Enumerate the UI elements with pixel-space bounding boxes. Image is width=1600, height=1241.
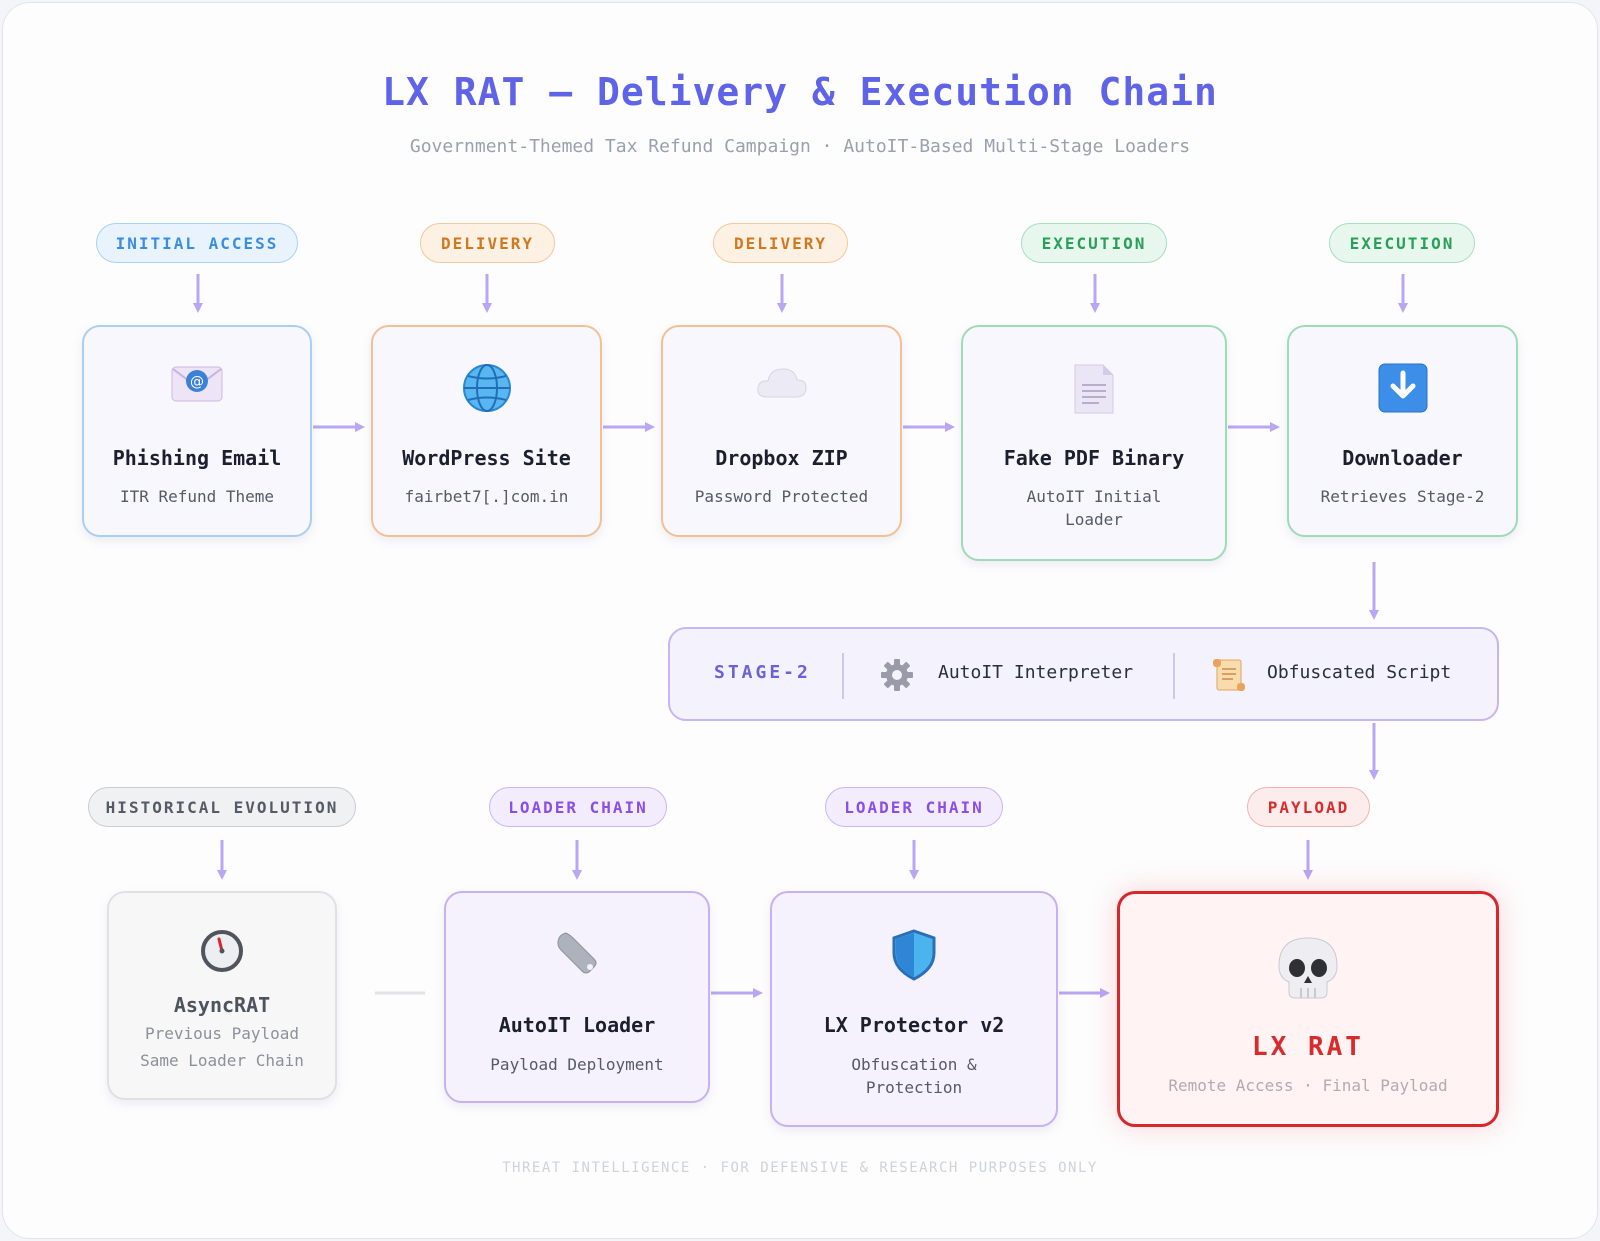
tag-loader-chain: LOADER CHAIN (825, 787, 1003, 827)
node-phishing-email: @ Phishing Email ITR Refund Theme (82, 325, 312, 537)
node-desc: Remote Access · Final Payload (1168, 1076, 1448, 1095)
node-autoit-loader: AutoIT Loader Payload Deployment (444, 891, 710, 1103)
node-wordpress-site: WordPress Site fairbet7[.]com.in (371, 325, 602, 537)
tag-execution: EXECUTION (1329, 223, 1475, 263)
divider (842, 653, 844, 699)
document-icon (963, 363, 1225, 414)
tag-delivery: DELIVERY (713, 223, 848, 263)
node-desc: Retrieves Stage-2 (1320, 487, 1485, 506)
node-desc: AutoIT Initial Loader (1026, 487, 1162, 529)
node-desc: Password Protected (694, 487, 869, 506)
node-downloader: Downloader Retrieves Stage-2 (1287, 325, 1518, 537)
scroll-icon (1211, 657, 1247, 697)
node-desc: Payload Deployment (490, 1055, 664, 1074)
cloud-icon (663, 363, 900, 413)
email-icon: @ (84, 363, 310, 413)
node-asyncrat: AsyncRAT Previous Payload Same Loader Ch… (107, 891, 337, 1100)
node-desc: Obfuscation & Protection (851, 1055, 977, 1097)
stopwatch-icon (109, 929, 335, 979)
node-name: Downloader (1342, 446, 1463, 470)
download-arrow-icon (1289, 363, 1516, 413)
diagram-subtitle: Government-Themed Tax Refund Campaign · … (409, 136, 1191, 157)
skull-icon (1120, 936, 1496, 1004)
tag-payload: PAYLOAD (1247, 787, 1370, 827)
shield-icon (772, 929, 1056, 981)
tag-initial-access: INITIAL ACCESS (96, 223, 298, 263)
node-lx-rat: LX RAT Remote Access · Final Payload (1117, 891, 1499, 1127)
stage2-item: AutoIT Interpreter (938, 662, 1134, 683)
node-name: Fake PDF Binary (1003, 446, 1185, 470)
node-desc: Previous Payload Same Loader Chain (140, 1024, 304, 1070)
stage2-item: Obfuscated Script (1267, 662, 1452, 683)
tag-loader-chain: LOADER CHAIN (489, 787, 667, 827)
node-name: AsyncRAT (173, 993, 271, 1017)
node-name: Dropbox ZIP (715, 446, 848, 470)
tag-execution: EXECUTION (1021, 223, 1167, 263)
node-name: LX Protector v2 (823, 1013, 1005, 1037)
diagram-title: LX RAT — Delivery & Execution Chain (382, 70, 1218, 114)
node-desc: ITR Refund Theme (119, 487, 275, 506)
footer-disclaimer: THREAT INTELLIGENCE · FOR DEFENSIVE & RE… (502, 1160, 1098, 1176)
gear-icon (880, 658, 914, 696)
node-lx-protector-v2: LX Protector v2 Obfuscation & Protection (770, 891, 1058, 1127)
node-dropbox-zip: Dropbox ZIP Password Protected (661, 325, 902, 537)
stage2-label: STAGE-2 (714, 662, 811, 683)
node-name: LX RAT (1252, 1032, 1364, 1062)
node-fake-pdf-binary: Fake PDF Binary AutoIT Initial Loader (961, 325, 1227, 561)
globe-icon (373, 363, 600, 413)
node-desc: fairbet7[.]com.in (404, 487, 569, 506)
node-name: Phishing Email (112, 446, 282, 470)
node-name: AutoIT Loader (498, 1013, 656, 1037)
tag-delivery: DELIVERY (420, 223, 555, 263)
divider (1173, 653, 1175, 699)
svg-text:@: @ (190, 374, 204, 390)
node-name: WordPress Site (402, 446, 571, 470)
tag-historical-evolution: HISTORICAL EVOLUTION (88, 787, 356, 827)
wrench-icon (446, 929, 708, 979)
stage2-bar: STAGE-2 AutoIT Interpreter Obfuscated Sc… (668, 627, 1499, 721)
